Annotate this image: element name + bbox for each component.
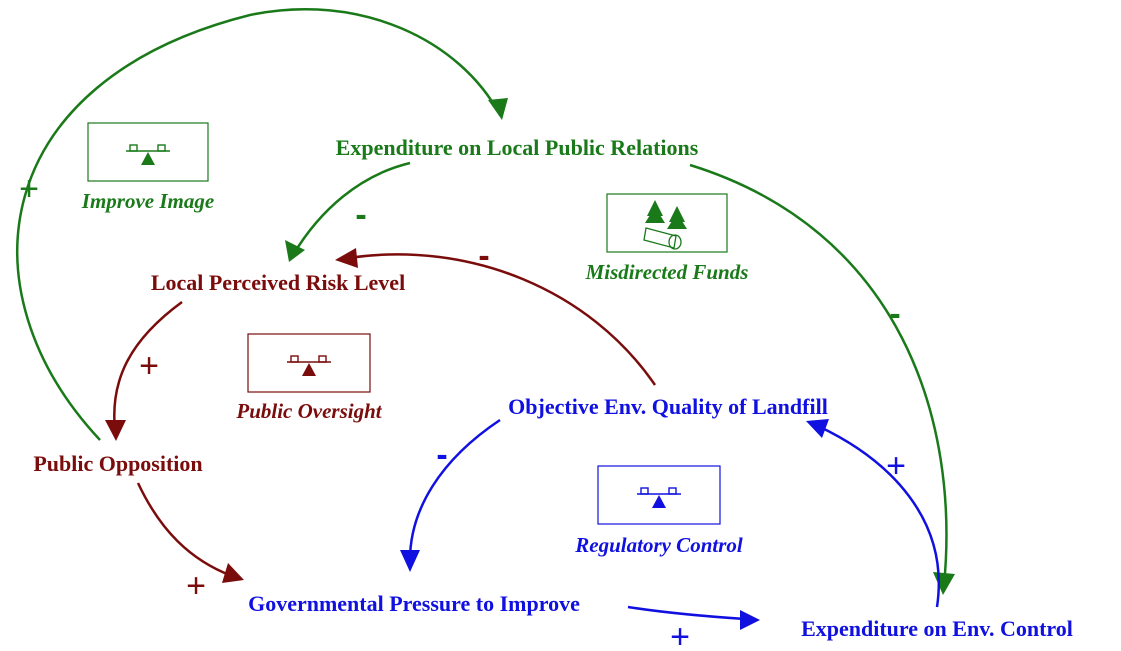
polarity-quality-to-pressure: - bbox=[436, 436, 447, 474]
polarity-env-control-to-quality: + bbox=[886, 447, 906, 485]
link-risk-to-opposition bbox=[105, 300, 183, 441]
link-pressure-to-env-control bbox=[627, 605, 760, 630]
loop-misdirected-funds: Misdirected Funds bbox=[585, 193, 749, 284]
link-quality-to-pressure bbox=[400, 418, 501, 572]
balance-icon bbox=[287, 355, 331, 376]
loop-regulatory-control: Regulatory Control bbox=[574, 465, 743, 557]
link-env-control-to-quality bbox=[806, 419, 940, 608]
polarity-risk-to-opposition: + bbox=[139, 347, 159, 385]
node-governmental-pressure: Governmental Pressure to Improve bbox=[248, 591, 580, 616]
node-objective-quality: Objective Env. Quality of Landfill bbox=[508, 394, 828, 419]
loop-label: Regulatory Control bbox=[574, 533, 743, 557]
balance-icon bbox=[637, 487, 681, 508]
node-expenditure-public-relations: Expenditure on Local Public Relations bbox=[336, 135, 699, 160]
polarity-quality-to-risk: - bbox=[478, 237, 489, 275]
link-opposition-to-pr bbox=[16, 7, 508, 441]
log-trees-icon bbox=[643, 200, 687, 250]
loop-label: Public Oversight bbox=[235, 399, 382, 423]
loop-public-oversight: Public Oversight bbox=[235, 333, 383, 423]
link-pr-to-env-control bbox=[689, 163, 955, 595]
loop-label: Improve Image bbox=[81, 189, 214, 213]
link-quality-to-risk bbox=[335, 248, 657, 386]
node-local-perceived-risk: Local Perceived Risk Level bbox=[151, 270, 405, 295]
polarity-pressure-to-env-control: + bbox=[670, 618, 690, 651]
loop-improve-image: Improve Image bbox=[81, 122, 214, 213]
loop-label: Misdirected Funds bbox=[585, 260, 749, 284]
node-public-opposition: Public Opposition bbox=[33, 451, 202, 476]
loop-box bbox=[606, 193, 728, 253]
node-expenditure-env-control: Expenditure on Env. Control bbox=[801, 616, 1073, 641]
polarity-pr-to-env-control: - bbox=[889, 295, 900, 333]
link-pr-to-risk bbox=[285, 161, 411, 262]
polarity-pr-to-risk: - bbox=[355, 196, 366, 234]
polarity-opposition-to-pr: + bbox=[19, 170, 39, 208]
link-opposition-to-pressure bbox=[136, 482, 244, 583]
polarity-opposition-to-pressure: + bbox=[186, 567, 206, 605]
balance-icon bbox=[126, 144, 170, 165]
